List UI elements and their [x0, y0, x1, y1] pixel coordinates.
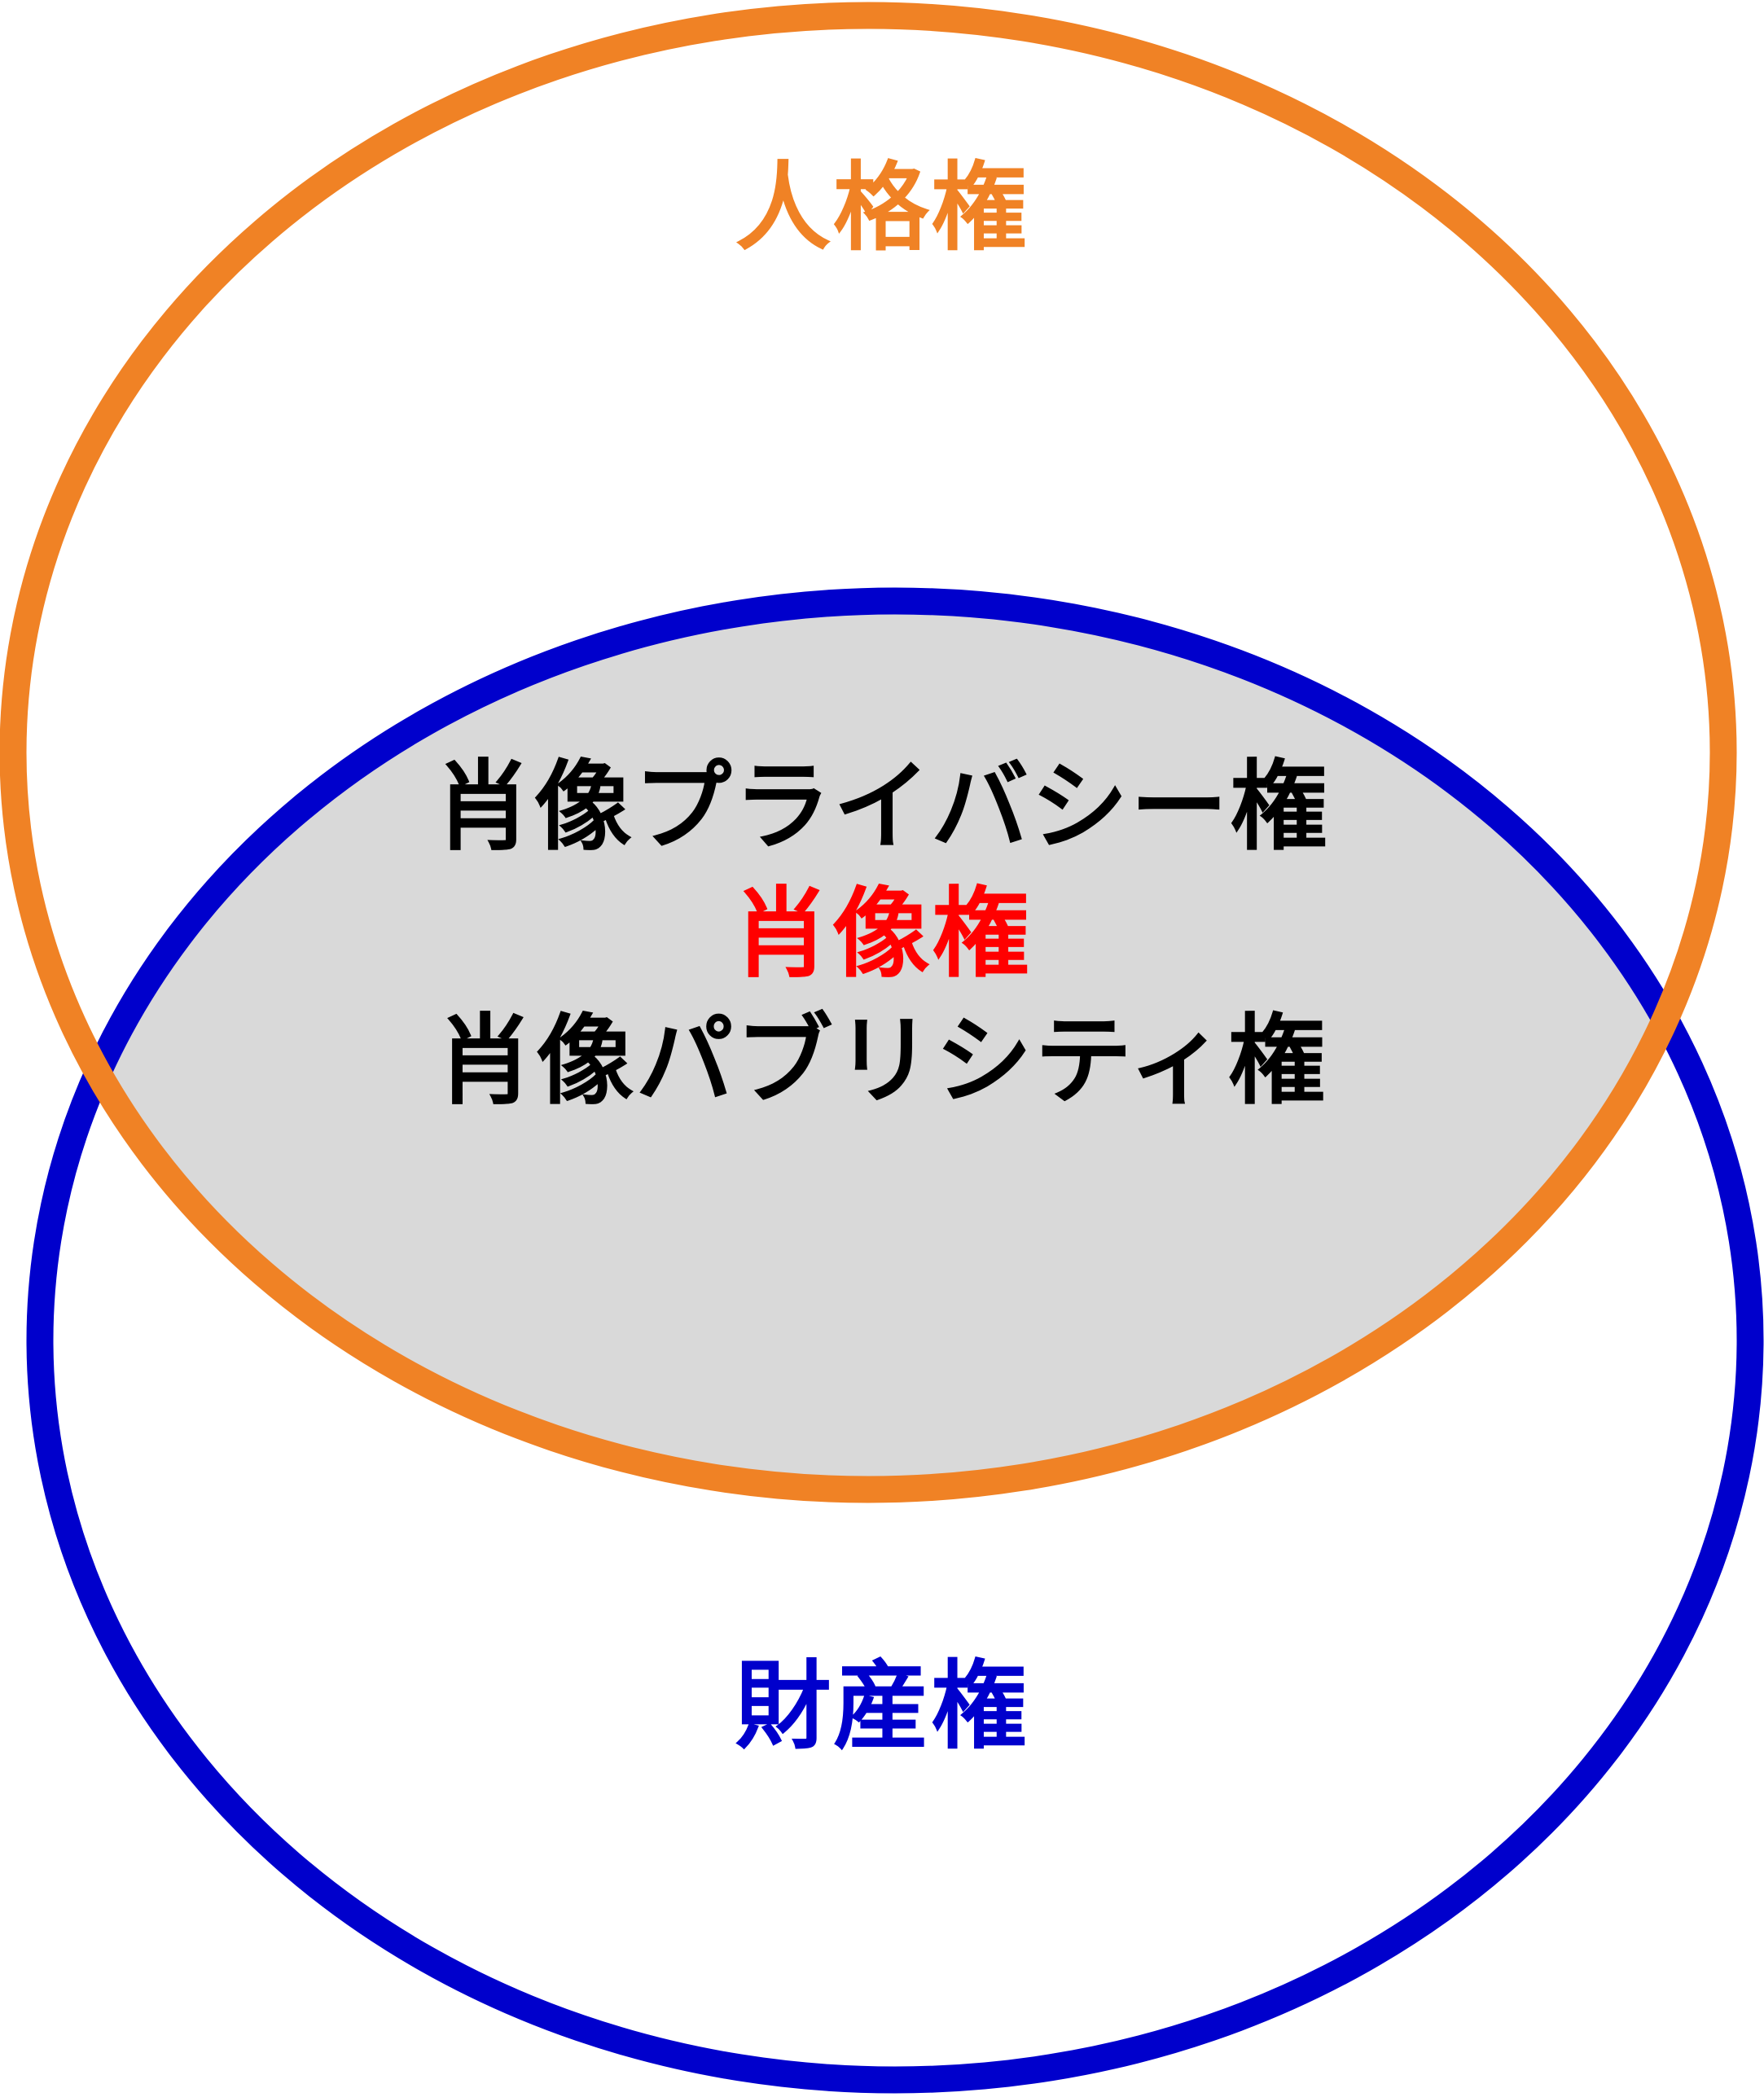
label-portrait-right: 肖像権	[732, 878, 1032, 991]
label-portrait-publicity-right: 肖像パブリシティ権	[436, 1005, 1328, 1118]
intersection-region	[27, 588, 1736, 1503]
ellipse-personality-rights	[0, 2, 1737, 1503]
ellipse-property-rights	[26, 587, 1764, 2094]
label-property-rights: 財産権	[735, 1650, 1029, 1762]
intersection-fill	[27, 588, 1736, 1503]
label-personality-rights: 人格権	[735, 151, 1029, 264]
intersection-label-group: 肖像プライバシー権 肖像権 肖像パブリシティ権	[0, 759, 1764, 1111]
label-portrait-privacy-right: 肖像プライバシー権	[434, 751, 1330, 864]
